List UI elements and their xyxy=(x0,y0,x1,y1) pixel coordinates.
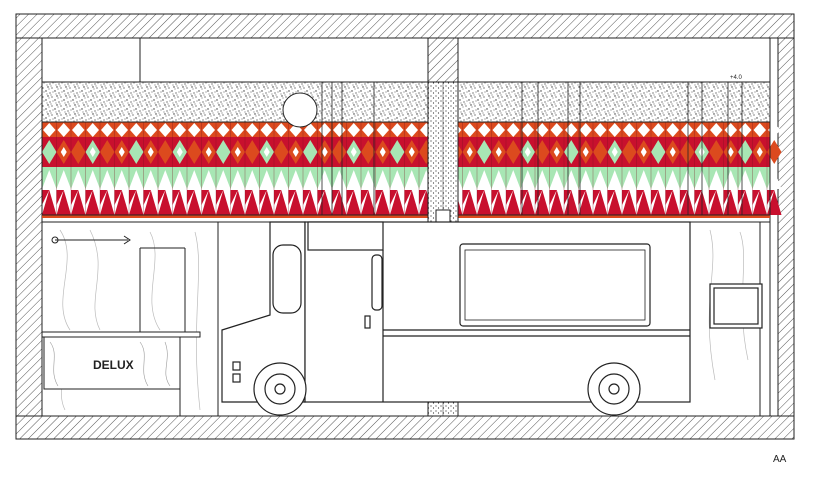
floor-slab xyxy=(15,415,795,440)
wall-light-rail xyxy=(51,235,131,245)
elevation-mark: +4.0 xyxy=(730,75,743,81)
roof-slab xyxy=(15,13,795,39)
serving-window xyxy=(459,243,651,327)
ceiling-stipple-band xyxy=(41,81,771,123)
pendant-lamp xyxy=(282,92,318,128)
delux-sign: DELUX xyxy=(93,358,134,372)
decorative-tile-band xyxy=(41,121,782,218)
counter xyxy=(41,331,201,416)
truck-door-handle xyxy=(364,315,371,329)
food-truck xyxy=(221,221,691,416)
truck-roof-door xyxy=(307,221,384,251)
wall-mirror-frame xyxy=(709,283,763,329)
counter-wood-grain xyxy=(49,341,171,387)
truck-headlight xyxy=(232,361,241,371)
wall-left xyxy=(15,37,43,417)
truck-headlight-lower xyxy=(232,373,241,383)
wall-right xyxy=(777,37,795,417)
section-label: AA xyxy=(773,454,787,465)
hanging-rods xyxy=(321,82,743,215)
truck-cab-window xyxy=(272,244,302,314)
truck-side-window xyxy=(371,254,383,311)
